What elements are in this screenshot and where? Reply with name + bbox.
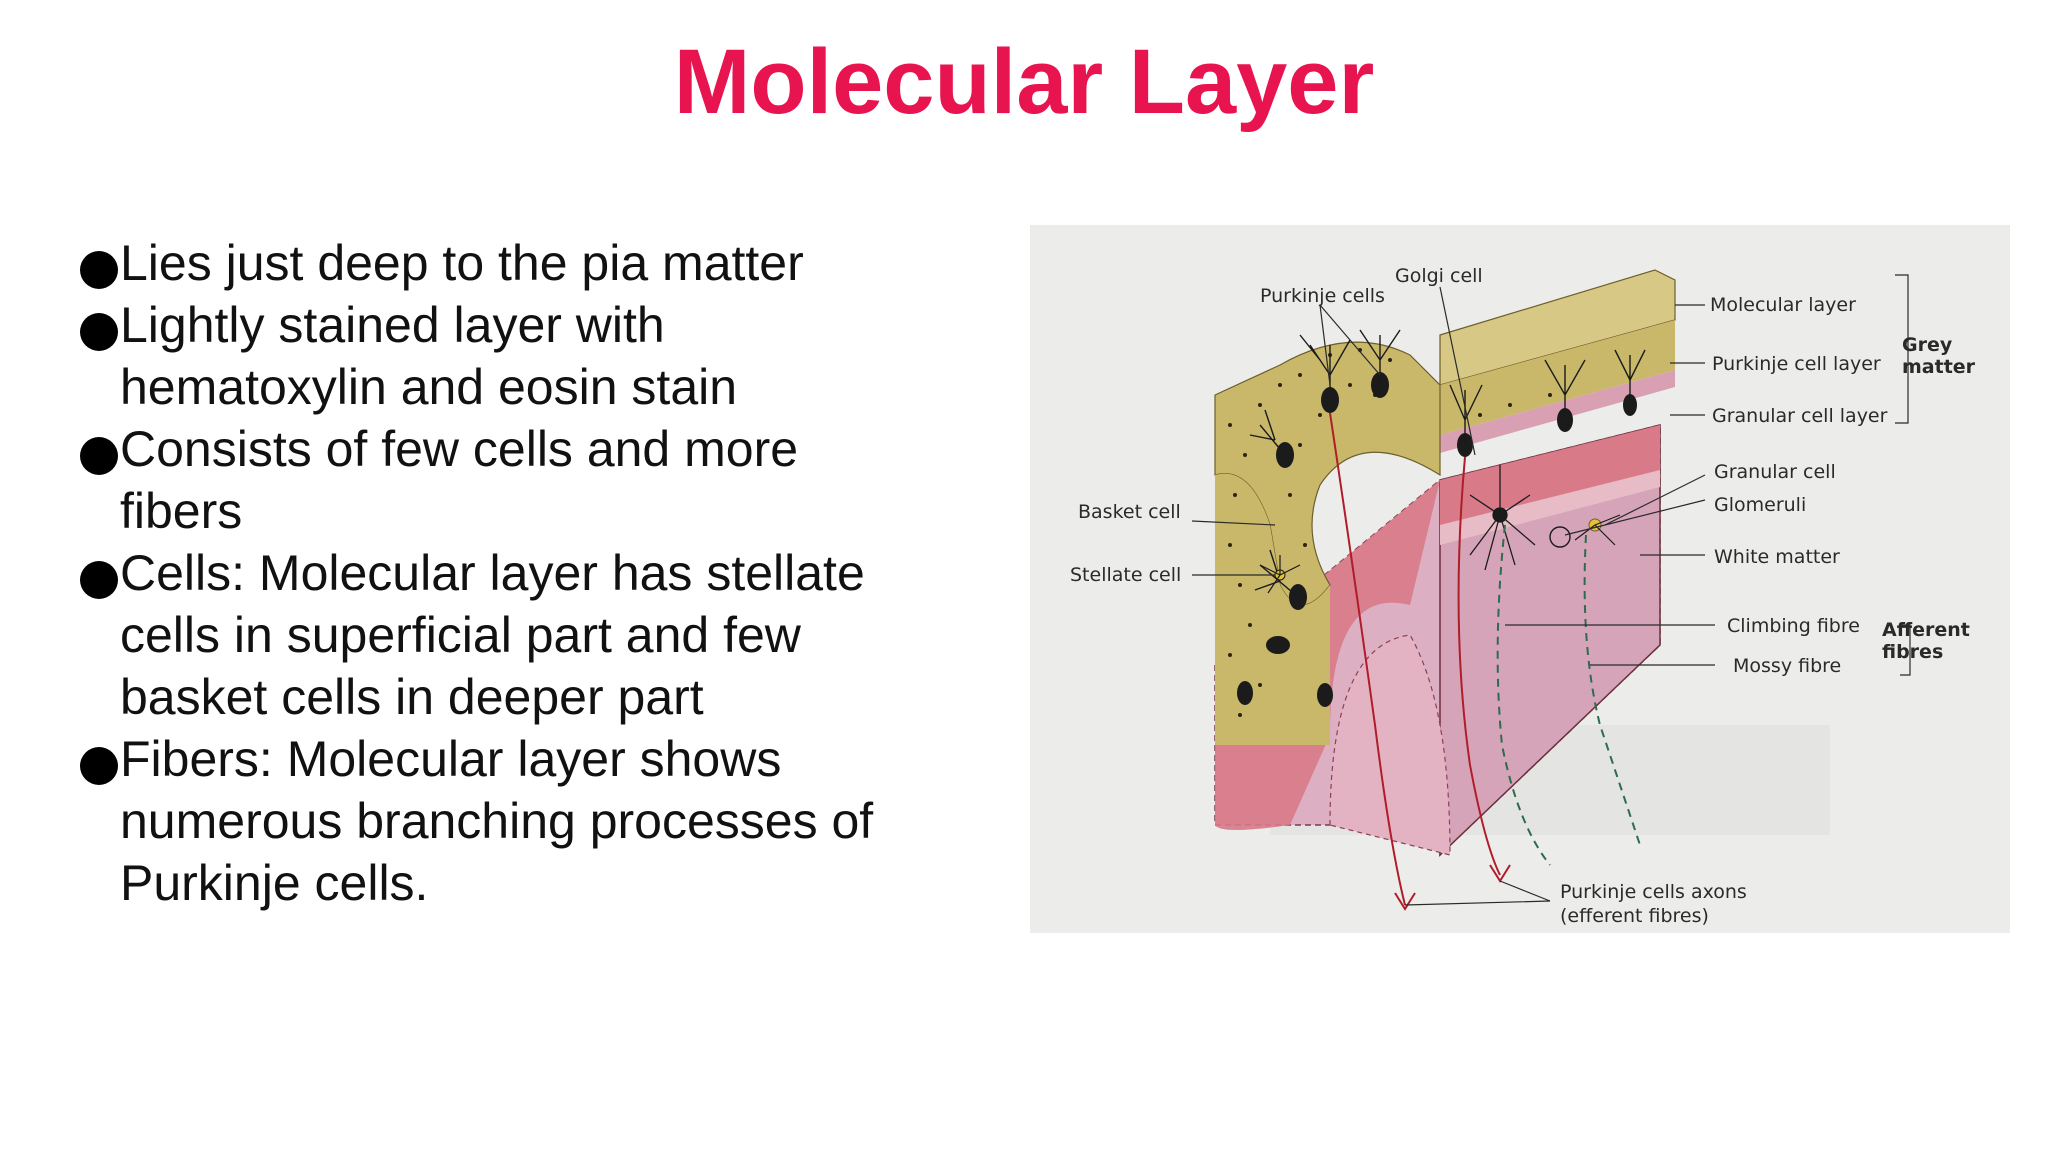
label-mossy-fibre: Mossy fibre: [1733, 655, 1841, 677]
bullet-dot-icon: [80, 251, 118, 289]
bullet-dot-icon: [80, 437, 118, 475]
label-granular-cell-layer: Granular cell layer: [1712, 405, 1888, 427]
glomerulus: [1549, 526, 1571, 548]
golgi-cell: [1469, 465, 1536, 571]
bullet-list: Lies just deep to the pia matter Lightly…: [80, 232, 940, 914]
bullet-dot-icon: [80, 313, 118, 351]
bullet-line: Cells: Molecular layer has stellate: [120, 545, 865, 601]
stellate-cell: [1259, 555, 1301, 594]
label-purkinje-axons: Purkinje cells axons: [1560, 881, 1747, 903]
label-matter: matter: [1902, 356, 1976, 378]
molecular-layer-front: [1440, 320, 1675, 435]
bullet-item: Lightly stained layer with hematoxylin a…: [80, 294, 940, 418]
label-fibres: fibres: [1882, 641, 1943, 663]
bullet-line: Lies just deep to the pia matter: [120, 235, 804, 291]
label-grey: Grey: [1902, 334, 1953, 356]
label-purkinje-cells: Purkinje cells: [1260, 285, 1385, 307]
bullet-line: basket cells in deeper part: [120, 669, 704, 725]
slide-title: Molecular Layer: [673, 31, 1375, 133]
bullet-dot-icon: [80, 747, 118, 785]
bullet-line: Fibers: Molecular layer shows: [120, 731, 782, 787]
bullet-line: Consists of few cells and more: [120, 421, 799, 477]
label-afferent: Afferent: [1882, 619, 1970, 641]
bullet-item: Fibers: Molecular layer shows numerous b…: [80, 728, 940, 914]
cerebellum-diagram: Purkinje cells Golgi cell Molecular laye…: [1030, 225, 2010, 933]
bullet-item: Lies just deep to the pia matter: [80, 232, 940, 294]
bullet-line: Lightly stained layer with: [120, 297, 665, 353]
label-granular-cell: Granular cell: [1714, 461, 1836, 483]
bullet-line: cells in superficial part and few: [120, 607, 801, 663]
label-white-matter: White matter: [1714, 546, 1840, 568]
label-efferent-fibres: (efferent fibres): [1560, 905, 1709, 927]
afferent-fibres: [1496, 524, 1641, 866]
granular-cell: [1549, 514, 1621, 548]
label-golgi-cell: Golgi cell: [1395, 265, 1483, 287]
efferent-fibres: [1329, 412, 1511, 911]
bullet-item: Consists of few cells and more fibers: [80, 418, 940, 542]
bullet-line: fibers: [120, 483, 243, 539]
label-molecular-layer: Molecular layer: [1710, 294, 1856, 316]
bullet-line: Purkinje cells.: [120, 855, 429, 911]
bullet-line: numerous branching processes of: [120, 793, 874, 849]
bullet-item: Cells: Molecular layer has stellate cell…: [80, 542, 940, 728]
label-climbing-fibre: Climbing fibre: [1727, 615, 1860, 637]
cerebellum-diagram-svg: Purkinje cells Golgi cell Molecular laye…: [1030, 225, 2010, 933]
label-purkinje-cell-layer: Purkinje cell layer: [1712, 353, 1881, 375]
bullet-dot-icon: [80, 561, 118, 599]
label-glomeruli: Glomeruli: [1714, 494, 1806, 516]
bullet-line: hematoxylin and eosin stain: [120, 359, 738, 415]
label-stellate-cell: Stellate cell: [1070, 564, 1181, 586]
label-basket-cell: Basket cell: [1078, 501, 1181, 523]
